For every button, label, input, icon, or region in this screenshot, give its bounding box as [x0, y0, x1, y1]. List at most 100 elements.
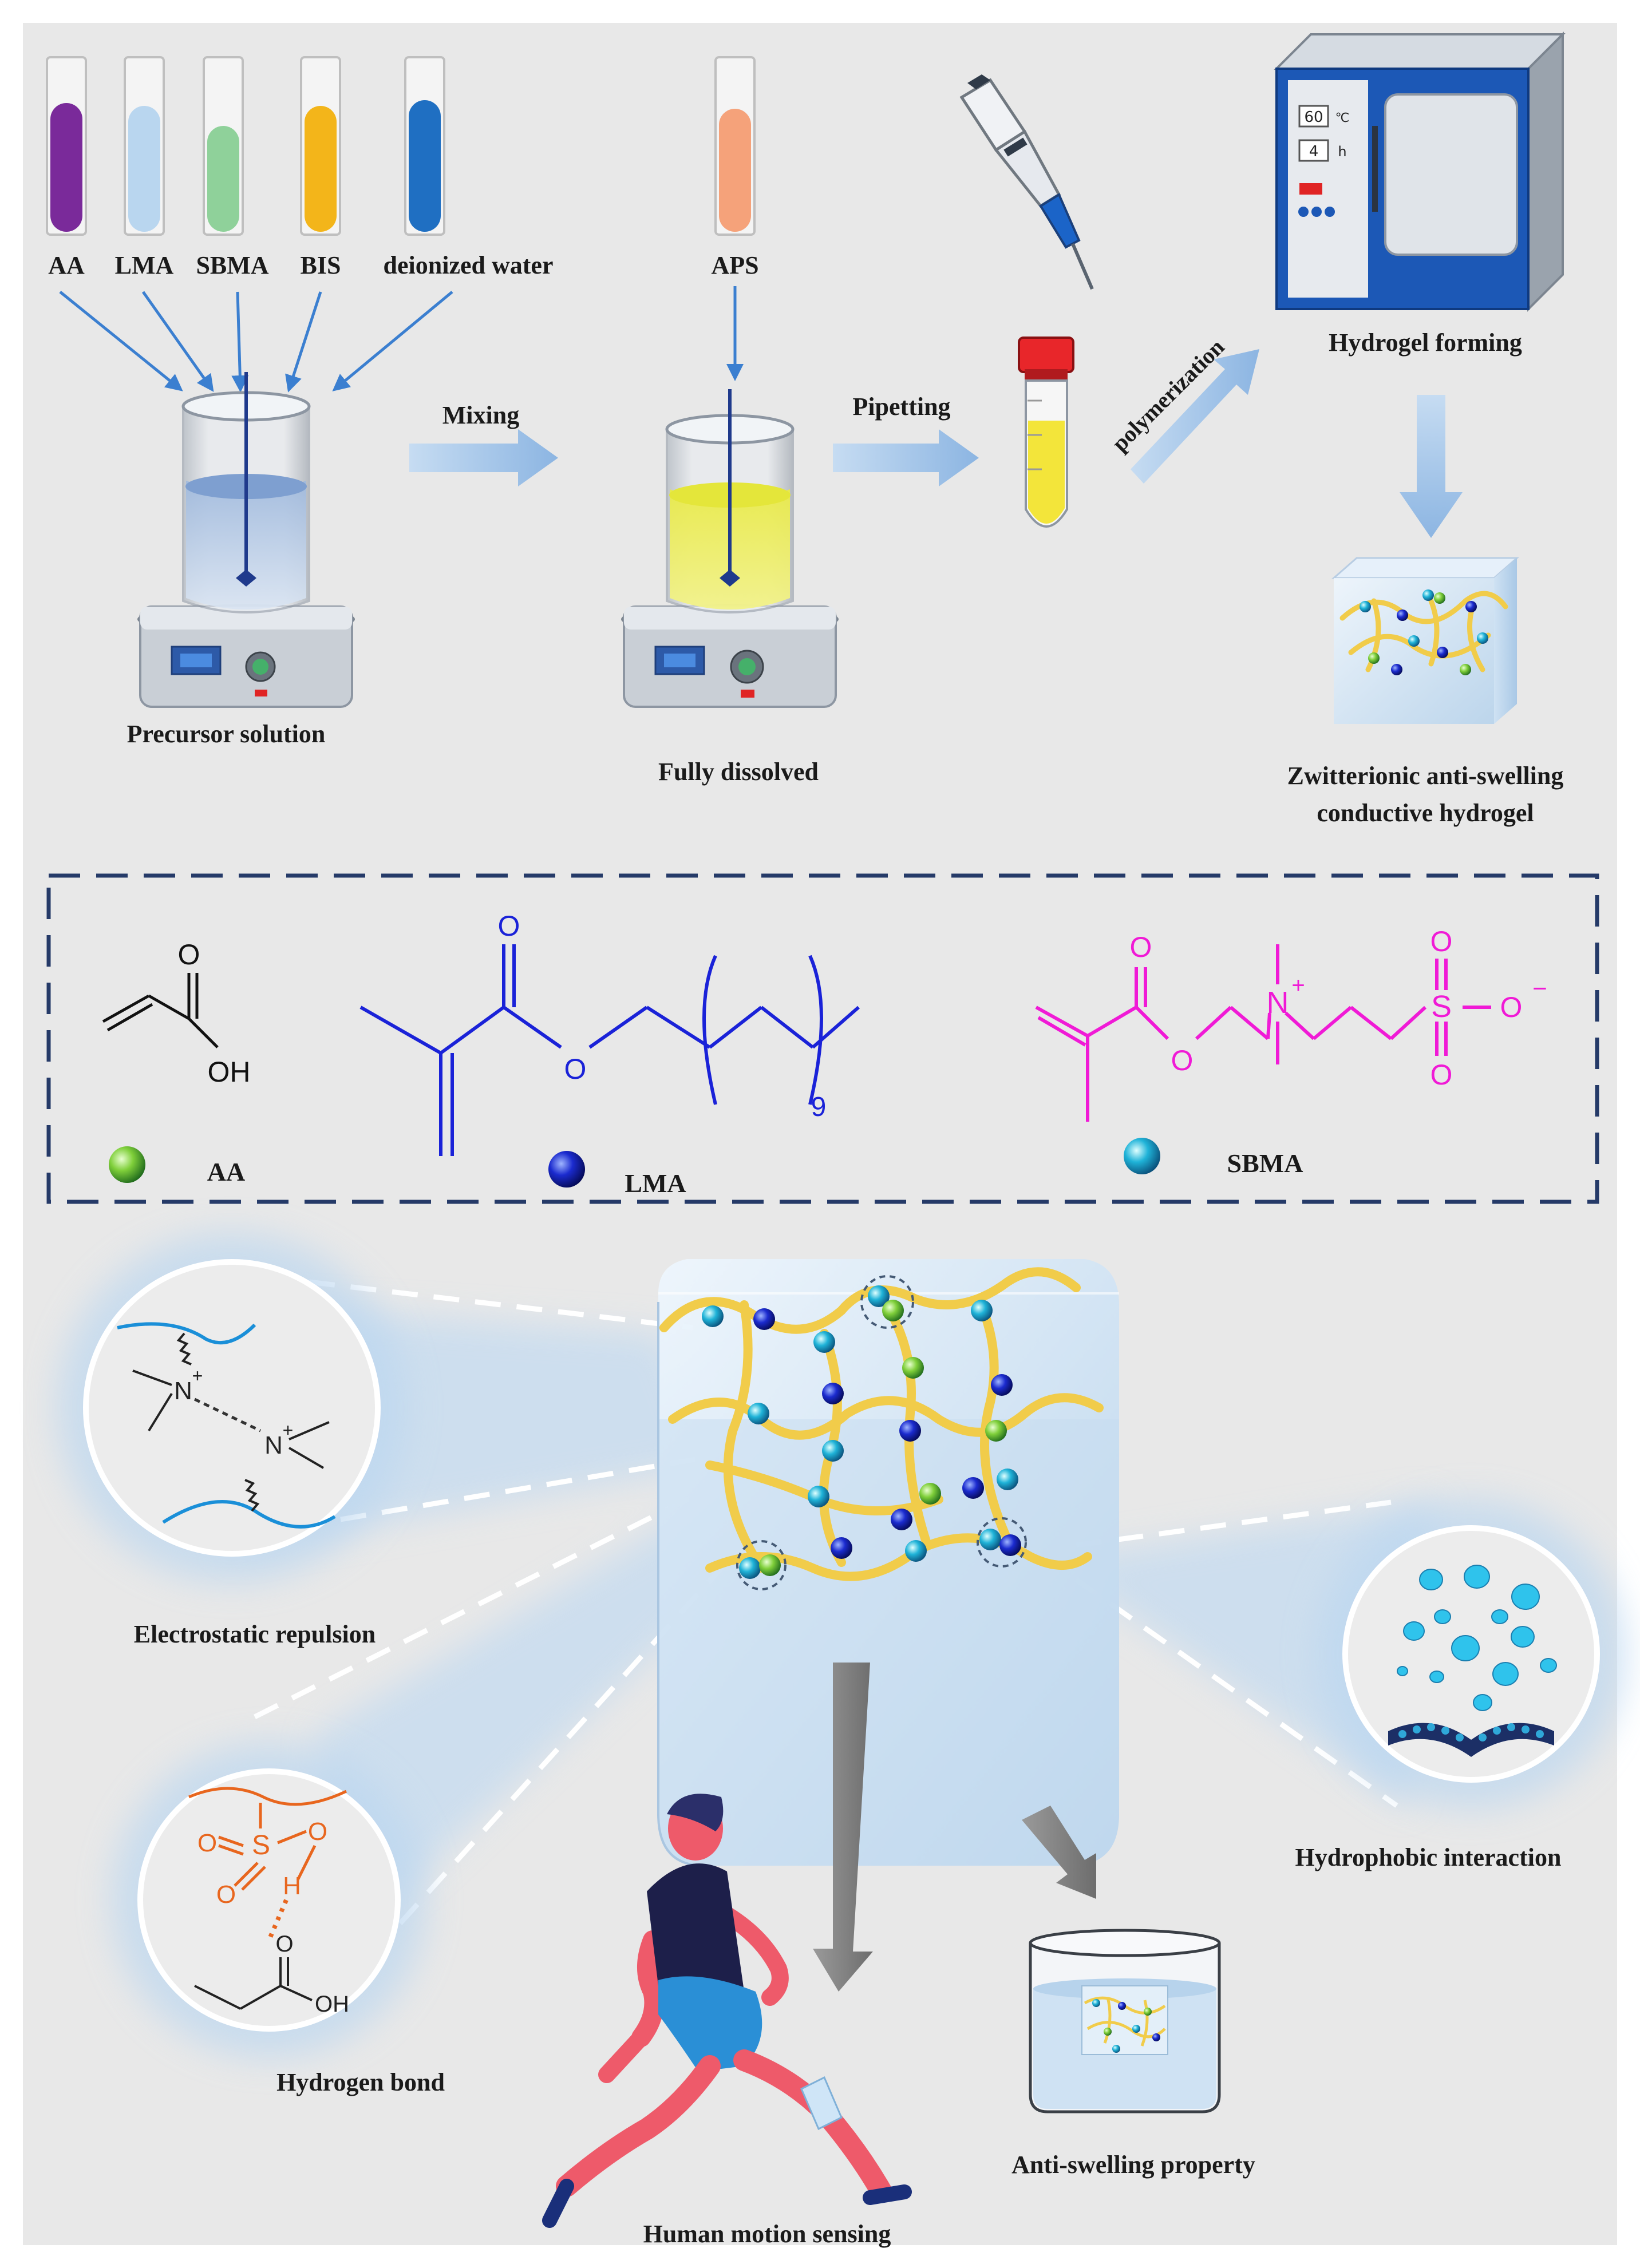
hydrophobic-circle — [1317, 1499, 1626, 1808]
tube-bis — [300, 56, 341, 236]
lma-sphere — [1437, 647, 1448, 658]
aa-o: O — [178, 939, 200, 971]
pipetting-label: Pipetting — [852, 393, 950, 421]
sbma-sphere — [1360, 601, 1371, 612]
dissolved-label: Fully dissolved — [658, 758, 819, 786]
hydrophobic-label: Hydrophobic interaction — [1295, 1843, 1562, 1871]
lma-sphere — [753, 1308, 775, 1330]
sbma-plus: + — [1291, 973, 1305, 998]
tube-lma — [124, 56, 165, 236]
sbma-sphere — [1112, 2045, 1120, 2053]
lma-o-carbonyl: O — [498, 910, 520, 942]
sbma-n: N — [1267, 985, 1289, 1020]
aa-sphere — [1460, 664, 1471, 675]
electrostatic-plus-1: + — [192, 1365, 203, 1386]
legend-label-aa: AA — [207, 1157, 245, 1186]
sbma-sphere — [868, 1285, 890, 1307]
lma-sphere — [999, 1534, 1021, 1556]
aa-sphere — [882, 1300, 904, 1321]
tube-water — [404, 56, 445, 236]
sbma-sphere — [1422, 589, 1434, 601]
hbond-o-1: O — [197, 1829, 217, 1857]
legend-label-lma: LMA — [625, 1169, 686, 1198]
oven-temp: 60 — [1304, 109, 1323, 126]
application-arrows — [813, 1663, 1096, 1992]
tube-aa — [46, 56, 87, 236]
oven-time-unit: h — [1338, 144, 1346, 160]
product-label-1: Zwitterionic anti-swelling — [1287, 762, 1564, 790]
electrostatic-label: Electrostatic repulsion — [134, 1620, 376, 1648]
aa-sphere — [759, 1554, 781, 1576]
antiswelling-arrow — [1022, 1806, 1096, 1899]
small-hydrogel-cube — [1331, 557, 1519, 724]
big-hydrogel-cube — [657, 1259, 1119, 1867]
aa-sphere — [919, 1483, 941, 1505]
lma-sphere — [1118, 2002, 1126, 2010]
sbma-sphere — [997, 1469, 1018, 1490]
reagent-arrows — [59, 286, 744, 393]
sbma-sphere — [1408, 635, 1420, 647]
tube-label-aa: AA — [48, 251, 85, 279]
sbma-sphere — [905, 1540, 927, 1562]
hbond-s: S — [252, 1830, 270, 1861]
electrostatic-n-1: N — [174, 1377, 192, 1405]
sbma-o-top: O — [1430, 925, 1453, 957]
oven-label: Hydrogel forming — [1329, 328, 1522, 357]
pipetting-arrow — [833, 429, 979, 486]
sbma-o-bottom: O — [1430, 1059, 1453, 1091]
sbma-sphere — [971, 1300, 993, 1321]
electrostatic-n-2: N — [264, 1431, 283, 1459]
product-label-2: conductive hydrogel — [1317, 799, 1534, 827]
lma-sphere — [891, 1509, 912, 1530]
beaker-precursor — [137, 372, 355, 708]
motion-arrow — [813, 1663, 873, 1992]
legend-label-sbma: SBMA — [1227, 1149, 1303, 1178]
lma-sphere — [899, 1420, 921, 1442]
sbma-sphere — [1092, 1999, 1100, 2007]
lma-sphere — [1391, 664, 1402, 675]
sbma-o-minus: O — [1500, 991, 1523, 1023]
polymerization-arrow — [1131, 349, 1259, 484]
step-arrows — [409, 349, 1463, 538]
lma-sphere — [822, 1383, 844, 1404]
lma-o-ester: O — [564, 1053, 587, 1085]
lma-sphere — [1152, 2033, 1160, 2041]
lma-sphere — [991, 1374, 1013, 1396]
legend-sphere-sbma — [1124, 1138, 1160, 1174]
water-droplets — [1397, 1565, 1557, 1711]
tube-label-bis: BIS — [301, 251, 341, 279]
oven-temp-unit: ℃ — [1335, 111, 1350, 125]
aa-sphere — [902, 1357, 924, 1379]
sbma-sphere — [739, 1557, 761, 1579]
mixing-arrow — [409, 429, 558, 486]
oven — [1274, 31, 1566, 312]
lma-sphere — [1465, 601, 1477, 612]
sbma-sphere — [813, 1331, 835, 1353]
lma-structure — [359, 944, 860, 1156]
electrostatic-circle — [57, 1233, 406, 1582]
sbma-sphere — [702, 1305, 724, 1327]
lma-subscript: 9 — [811, 1092, 827, 1122]
lma-sphere — [1397, 609, 1408, 621]
sbma-sphere — [808, 1486, 829, 1507]
hbond-o-3: O — [308, 1818, 327, 1846]
aa-sphere — [1368, 652, 1380, 664]
legend-sphere-lma — [548, 1151, 585, 1188]
sbma-o-carbonyl: O — [1130, 931, 1152, 963]
pipette — [959, 74, 1094, 290]
monomer-box — [46, 873, 1599, 1204]
sbma-sphere — [979, 1529, 1001, 1550]
aa-oh: OH — [208, 1056, 251, 1088]
tube-label-group: AA LMA SBMA BIS deionized water APS — [48, 251, 758, 279]
tube-label-water: deionized water — [384, 251, 554, 279]
human-label: Human motion sensing — [643, 2220, 891, 2248]
tube-label-aps: APS — [711, 251, 758, 279]
runner-figure — [542, 1794, 912, 2228]
sbma-s: S — [1431, 989, 1452, 1024]
hydrogen-circle — [112, 1743, 426, 2057]
hbond-o-4: O — [275, 1931, 293, 1957]
hbond-h: H — [283, 1872, 301, 1900]
aa-sphere — [1434, 592, 1445, 604]
